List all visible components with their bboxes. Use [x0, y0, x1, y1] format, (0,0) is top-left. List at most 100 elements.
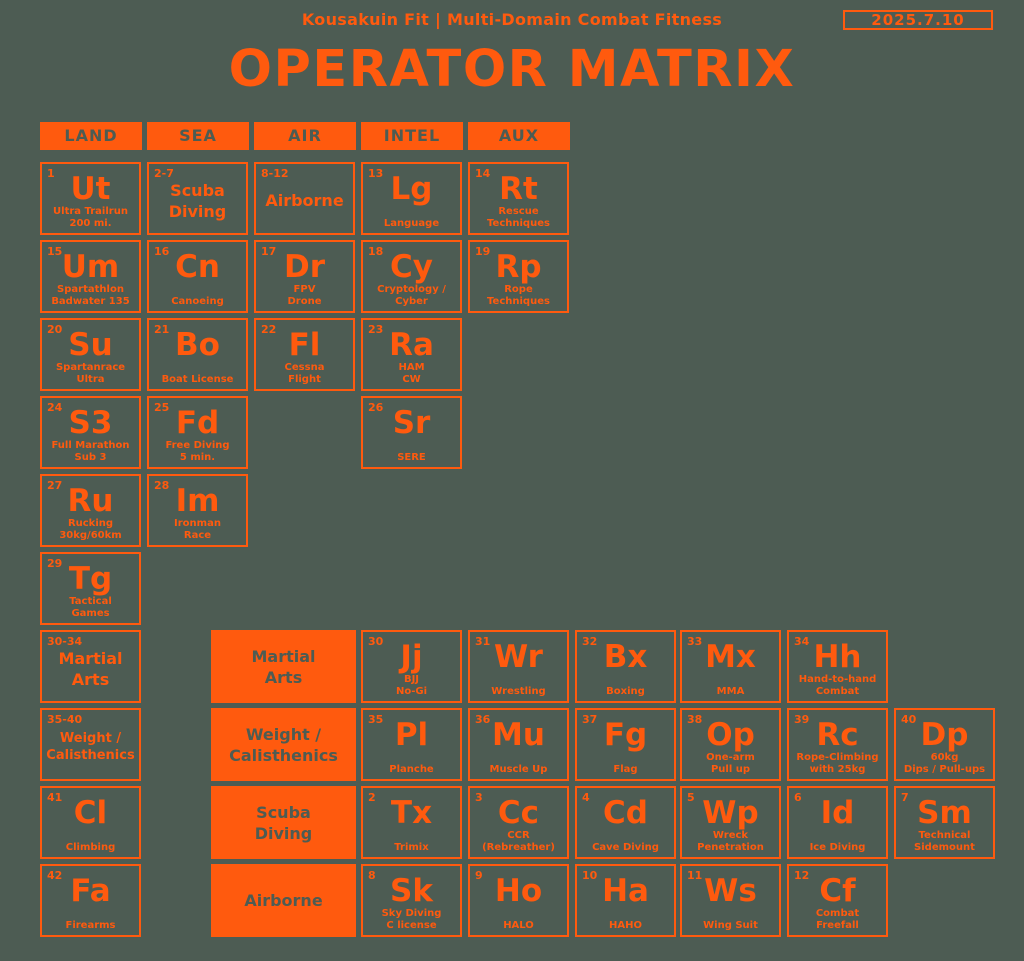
element-name: Tactical Games [69, 596, 112, 619]
element-name: MMA [716, 686, 745, 697]
element-symbol: Rt [499, 171, 538, 207]
element-number: 8-12 [261, 167, 289, 180]
element-number: 9 [475, 869, 483, 882]
element-symbol: Ra [389, 327, 434, 363]
element-name: Spartathlon Badwater 135 [51, 284, 130, 307]
element-name: FPV Drone [287, 284, 322, 307]
category-martial-arts: Martial Arts [211, 630, 356, 703]
element-number: 7 [901, 791, 909, 804]
element-symbol: Bx [603, 639, 648, 675]
element-number: 1 [47, 167, 55, 180]
element-symbol: Cc [497, 795, 540, 831]
element-symbol: Dr [283, 249, 326, 285]
element-number: 16 [154, 245, 170, 258]
element-number: 5 [687, 791, 695, 804]
element-symbol: S3 [68, 405, 113, 441]
element-symbol: Cy [390, 249, 433, 285]
element-name: Boat License [161, 374, 234, 385]
element-symbol: Pl [394, 717, 429, 753]
element-name: Technical Sidemount [914, 830, 975, 853]
element-name: Cryptology / Cyber [377, 284, 446, 307]
element-name: HALO [503, 920, 534, 931]
element-symbol: Sr [392, 405, 431, 441]
element-symbol: Cf [819, 873, 856, 909]
element-symbol: Um [61, 249, 120, 285]
element-number: 38 [687, 713, 703, 726]
header-sea: SEA [147, 122, 249, 150]
element-symbol: Cn [175, 249, 220, 285]
element-symbol: Bo [175, 327, 220, 363]
element-symbol: Cl [73, 795, 108, 831]
element-symbol: Cd [603, 795, 648, 831]
element-name: Flag [613, 764, 638, 775]
element-number: 20 [47, 323, 63, 336]
element-symbol: Sk [390, 873, 433, 909]
element-symbol: Ru [67, 483, 114, 519]
element-name: Planche [389, 764, 434, 775]
element-symbol: Ha [602, 873, 649, 909]
element-symbol: Hh [813, 639, 862, 675]
element-name: Language [383, 218, 440, 229]
element-number: 34 [794, 635, 810, 648]
element-symbol: Rp [495, 249, 542, 285]
header-aux: AUX [468, 122, 570, 150]
element-symbol: Wr [494, 639, 543, 675]
element-name: Wing Suit [703, 920, 758, 931]
element-number: 35-40 [47, 713, 83, 726]
element-name: Wreck Penetration [697, 830, 764, 853]
category-scuba-diving: Scuba Diving [211, 786, 356, 859]
element-number: 29 [47, 557, 63, 570]
element-name: Rope-Climbing with 25kg [796, 752, 879, 775]
element-name: Free Diving 5 min. [165, 440, 230, 463]
element-name: Rope Techniques [487, 284, 550, 307]
element-name: Wrestling [491, 686, 546, 697]
element-number: 39 [794, 713, 810, 726]
